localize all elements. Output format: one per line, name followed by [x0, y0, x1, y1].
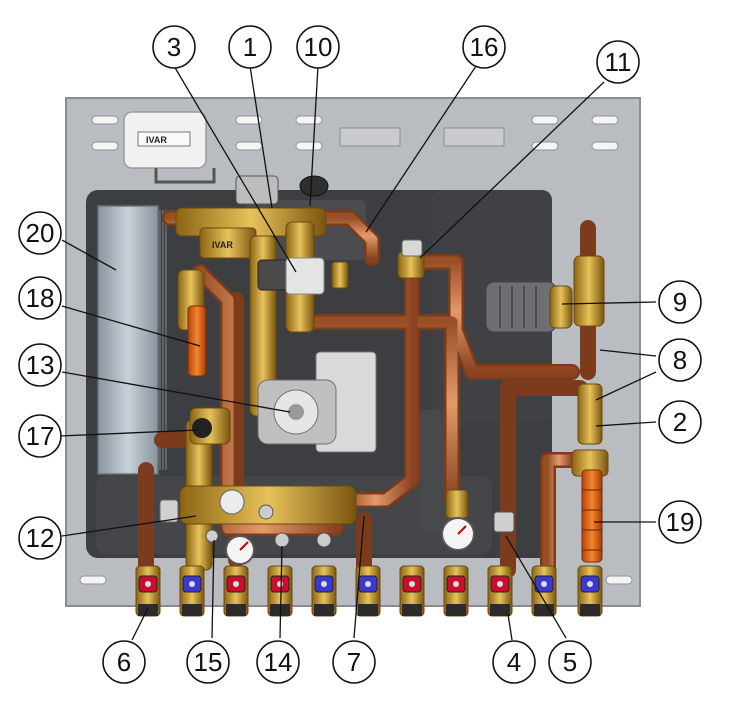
svg-text:9: 9 [673, 287, 687, 317]
svg-text:16: 16 [470, 32, 499, 62]
callout-17: 17 [18, 414, 62, 458]
svg-text:6: 6 [117, 647, 131, 677]
svg-text:15: 15 [194, 647, 223, 677]
callout-9: 9 [658, 280, 702, 324]
ball-valve [399, 565, 425, 617]
svg-text:8: 8 [673, 345, 687, 375]
callout-15: 15 [186, 640, 230, 684]
plate-heat-exchanger [97, 205, 167, 475]
svg-text:4: 4 [507, 647, 521, 677]
svg-text:10: 10 [304, 32, 333, 62]
controller-brand-label: IVAR [146, 135, 167, 145]
svg-text:14: 14 [264, 647, 293, 677]
ball-valve [355, 565, 381, 617]
svg-text:20: 20 [26, 218, 55, 248]
ball-valve [179, 565, 205, 617]
svg-text:2: 2 [673, 407, 687, 437]
callout-12: 12 [18, 516, 62, 560]
valve-actuators [159, 175, 423, 523]
manifold-brand-label: IVAR [212, 240, 233, 250]
leader-lines [59, 65, 657, 641]
svg-text:17: 17 [26, 421, 55, 451]
svg-text:3: 3 [167, 32, 181, 62]
ball-valve [135, 565, 161, 617]
ball-valve [577, 565, 603, 617]
callout-8: 8 [658, 338, 702, 382]
callout-6: 6 [102, 640, 146, 684]
callout-4: 4 [492, 640, 536, 684]
callout-14: 14 [256, 640, 300, 684]
svg-text:19: 19 [666, 507, 695, 537]
ball-valve [311, 565, 337, 617]
callout-19: 19 [658, 500, 702, 544]
controller-box: IVAR [123, 111, 216, 184]
callout-16: 16 [462, 25, 506, 69]
gauges [205, 489, 515, 565]
svg-text:11: 11 [605, 47, 632, 77]
svg-text:12: 12 [26, 523, 55, 553]
ball-valve [487, 565, 513, 617]
svg-text:7: 7 [347, 647, 361, 677]
callouts: 3 1 10 16 11 20 18 13 17 12 9 8 2 19 6 1… [18, 25, 702, 684]
callout-10: 10 [296, 25, 340, 69]
svg-text:5: 5 [563, 647, 577, 677]
ball-valve [531, 565, 557, 617]
ball-valve [223, 565, 249, 617]
callout-3: 3 [152, 25, 196, 69]
flow-meters [187, 305, 603, 563]
svg-text:13: 13 [26, 350, 55, 380]
bottom-ball-valves [135, 565, 603, 617]
callout-13: 13 [18, 343, 62, 387]
callout-20: 20 [18, 211, 62, 255]
copper-pipes [138, 210, 596, 578]
callout-5: 5 [548, 640, 592, 684]
circulation-pumps [257, 281, 573, 453]
svg-text:1: 1 [243, 32, 257, 62]
callout-1: 1 [228, 25, 272, 69]
brass-manifold: IVAR [175, 207, 609, 571]
callout-7: 7 [332, 640, 376, 684]
svg-text:18: 18 [26, 283, 55, 313]
callout-11: 11 [596, 40, 640, 84]
ball-valve [443, 565, 469, 617]
callout-2: 2 [658, 400, 702, 444]
callout-18: 18 [18, 276, 62, 320]
